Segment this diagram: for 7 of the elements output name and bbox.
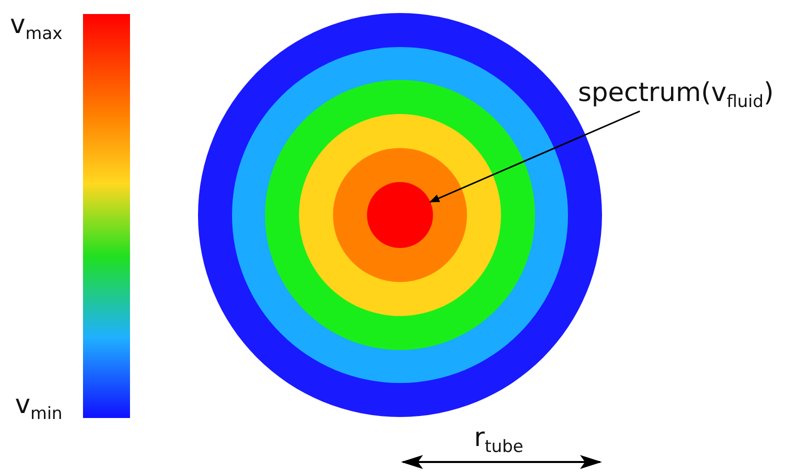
center-disk	[367, 182, 433, 248]
color-scale-bar	[83, 14, 130, 418]
callout-label: spectrum(v$_{fluid}$)	[578, 80, 774, 112]
scale-min-label: v$_{min}$	[15, 392, 62, 424]
leader-line	[429, 110, 640, 203]
dimension-label: r$_{tube}$	[474, 425, 524, 456]
scale-max-label: v$_{max}$	[10, 12, 62, 44]
